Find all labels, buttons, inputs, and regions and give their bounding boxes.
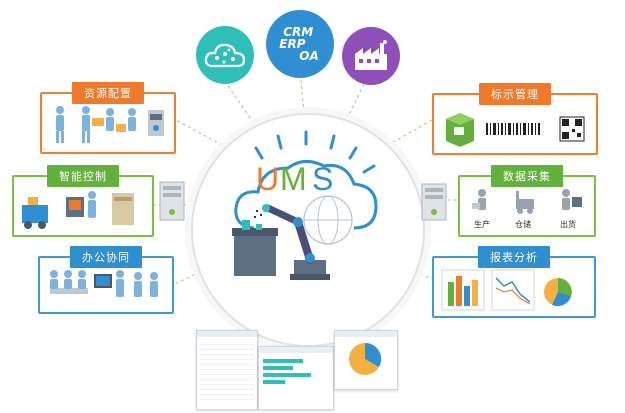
module-office: 办公协同 [38, 246, 174, 314]
ums-hub [191, 113, 425, 347]
factory-circle [342, 27, 400, 85]
ums-letter-s: S [312, 161, 333, 197]
report-screenshot-bar-chart [258, 346, 334, 410]
module-report: 报表分析 [432, 246, 596, 318]
crm-erp-oa-icon: CRM ERP OA [279, 25, 319, 63]
factory-icon [355, 40, 387, 70]
ums-letter-u: U [256, 161, 279, 197]
oa-text: OA [299, 49, 319, 63]
crm-erp-oa-circle: CRM ERP OA [266, 10, 334, 78]
server-left-icon [159, 181, 185, 221]
report-screenshot-table [196, 330, 258, 410]
module-data: 数据采集 生产 仓储 出货 [458, 165, 596, 237]
report-charts-icon [441, 269, 572, 311]
cloud-icon [204, 43, 246, 68]
pie-mini-icon [349, 342, 382, 375]
marking-icons [446, 113, 585, 147]
module-marking-label: 标示管理 [479, 83, 551, 105]
module-marking: 标示管理 [432, 83, 598, 155]
crm-text: CRM [283, 25, 314, 39]
office-people-icon [50, 270, 158, 297]
resource-people-icon [56, 106, 164, 143]
module-resource-label: 资源配置 [72, 82, 144, 104]
server-right-icon [421, 183, 447, 221]
module-intelligent-label: 智能控制 [47, 165, 119, 187]
report-screenshot-pie-chart [334, 330, 398, 390]
module-resource: 资源配置 [40, 82, 176, 154]
data-item-shipping: 出货 [560, 220, 576, 229]
ums-letter-m: M [280, 161, 307, 197]
module-intelligent: 智能控制 [12, 165, 154, 237]
erp-text: ERP [279, 37, 306, 51]
intelligent-icons [22, 191, 134, 229]
module-report-label: 报表分析 [478, 246, 550, 268]
data-item-warehouse: 仓储 [515, 220, 531, 229]
data-icons [472, 189, 582, 214]
cloud-circle [196, 26, 254, 84]
data-item-production: 生产 [474, 220, 490, 229]
ums-emblem: U M S [232, 130, 378, 280]
module-office-label: 办公协同 [70, 246, 142, 268]
module-data-label: 数据采集 [491, 165, 563, 187]
